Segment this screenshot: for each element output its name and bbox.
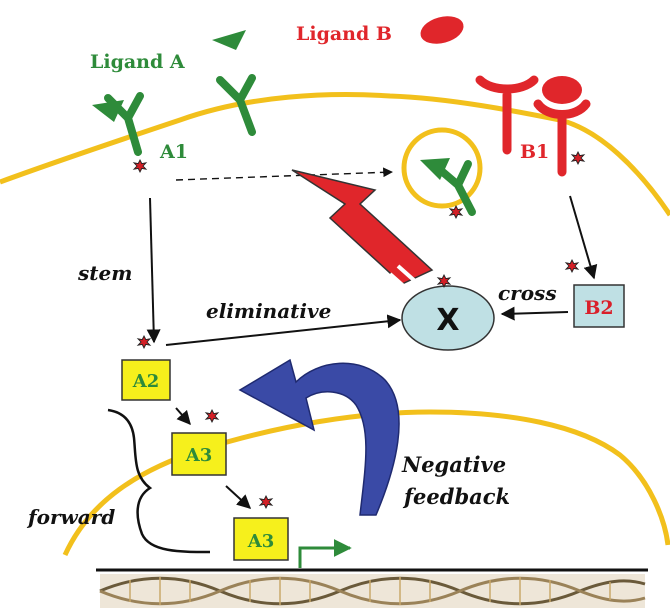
receptor-b1-unbound-icon [475,75,539,155]
forward-label: forward [26,505,115,529]
b2-box [573,284,625,328]
ligand-b-label: Ligand B [296,23,392,45]
cross-label: cross [498,281,557,305]
x-label: X [436,303,459,338]
x-node [401,285,495,351]
cross-arrow [500,306,569,321]
receptor-a1-label: A1 [159,141,188,163]
a3-lower-box [233,517,289,561]
a2-to-a3-arrow [175,407,191,426]
stem-arrow [146,197,161,344]
receptor-a1-icon [92,92,147,173]
cell-membrane-upper [0,92,670,217]
a3-translocation-arrow [225,485,252,509]
a2-box [121,359,171,401]
negative-feedback-arrow [238,358,400,516]
a3-upper-box [171,432,227,476]
a3-lower-label: A3 [247,531,275,552]
internalized-receptor-ring [401,127,483,209]
ligand-a-label: Ligand A [90,51,185,73]
stem-label: stem [77,261,132,285]
nuclear-membrane [62,409,670,557]
receptor-b1-label: B1 [520,141,549,163]
internalized-receptor-icon [420,158,476,219]
internalization-dashed-arrow [175,167,393,181]
eliminative-arrow [165,314,402,346]
negative-feedback-label-line2: feedback [402,484,510,509]
receptor-b1-bound-icon [533,76,591,177]
a2-label: A2 [132,371,160,392]
b2-label: B2 [584,297,613,319]
negative-feedback-label-line1: Negative [401,452,506,477]
promoter-arrow-icon [298,539,352,568]
a3-upper-label: A3 [185,445,213,466]
receptor-a-unbound-icon [216,74,256,136]
ligand-a-triangle-icon [212,30,246,50]
b1-to-b2-arrow [569,195,598,280]
ligand-b-oval-icon [420,16,464,44]
dna-helix-icon [99,574,646,608]
eliminative-label: eliminative [206,299,331,323]
forward-brace [107,408,211,554]
inhibition-red-arrow [291,169,434,292]
